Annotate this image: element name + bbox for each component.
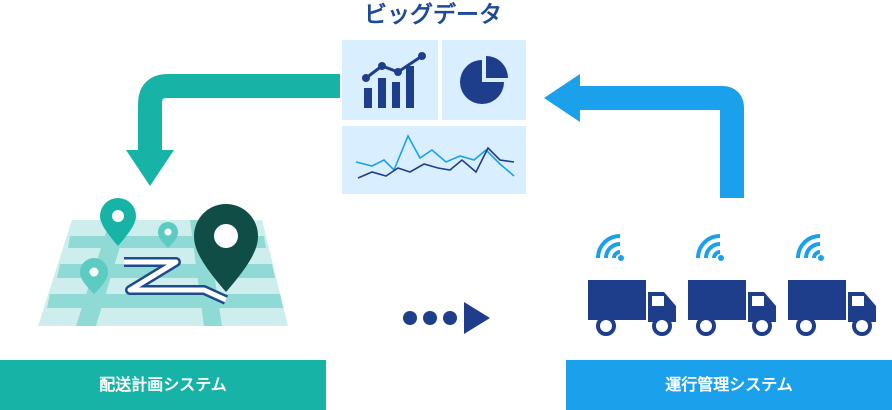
- truck-1: [588, 234, 676, 336]
- line-chart-panel: [342, 126, 526, 194]
- delivery-planning-label: 配送計画システム: [0, 360, 326, 410]
- wifi-signal-icon: [696, 234, 724, 261]
- bar-chart-panel: [342, 40, 438, 120]
- flow-arrow-icon: [403, 302, 490, 334]
- location-pin-small-icon: [158, 222, 178, 248]
- line-chart-icon: [355, 134, 515, 179]
- location-pin-main-icon: [194, 204, 258, 292]
- pie-chart-icon: [460, 56, 508, 104]
- truck-3: [788, 234, 876, 336]
- location-pin-small-icon: [80, 258, 108, 294]
- wifi-signal-icon: [596, 234, 624, 261]
- truck-icon: [788, 280, 876, 336]
- bigdata-title: ビッグデータ: [364, 2, 502, 28]
- wifi-signal-icon: [796, 234, 824, 261]
- arrow-to-planning-icon: [126, 74, 340, 186]
- bar-chart-icon: [362, 52, 426, 108]
- arrow-to-bigdata-icon: [544, 74, 744, 198]
- pie-chart-panel: [442, 40, 526, 120]
- truck-2: [688, 234, 776, 336]
- location-pin-icon: [100, 198, 136, 246]
- operation-management-label: 運行管理システム: [566, 360, 892, 410]
- truck-icon: [688, 280, 776, 336]
- truck-icon: [588, 280, 676, 336]
